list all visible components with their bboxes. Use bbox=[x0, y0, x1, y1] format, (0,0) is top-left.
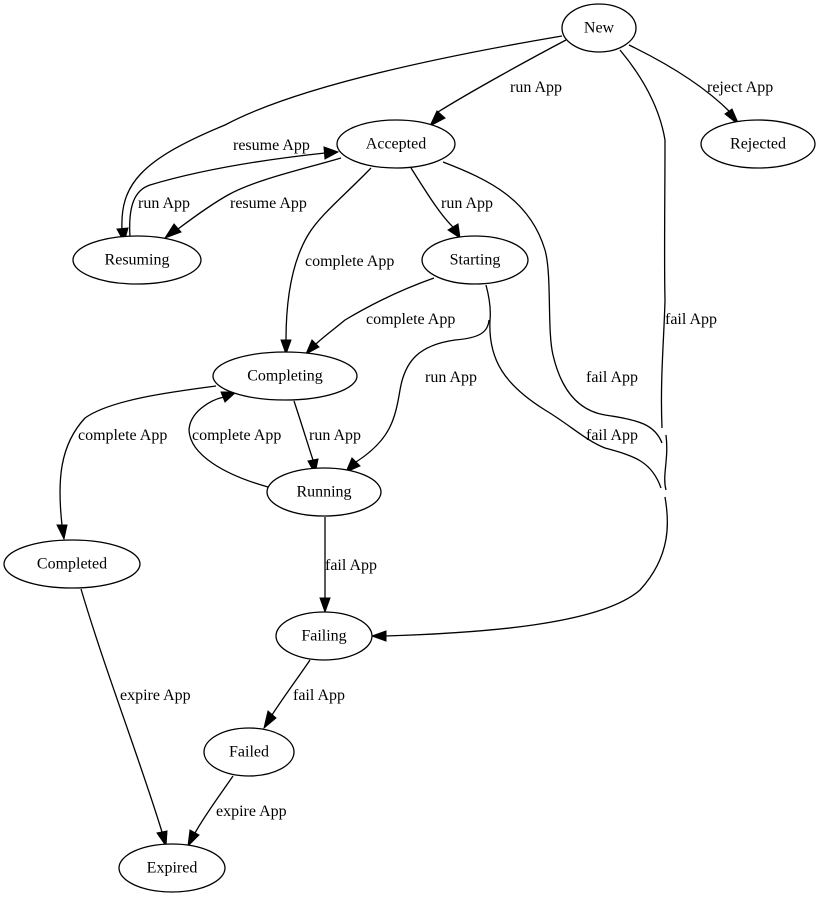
edge-label: complete App bbox=[366, 311, 455, 328]
node-label: Failing bbox=[301, 628, 346, 645]
node-running: Running bbox=[266, 467, 382, 517]
edge-label: expire App bbox=[216, 803, 287, 820]
edge-label: run App bbox=[309, 427, 361, 444]
edge-new-to-rejected: reject App bbox=[628, 44, 773, 126]
edge-new-to-accepted: run App bbox=[428, 39, 567, 128]
edge-starting-to-failing: fail App bbox=[485, 284, 662, 489]
node-label: Accepted bbox=[366, 136, 426, 153]
node-label: Starting bbox=[450, 252, 501, 269]
node-rejected: Rejected bbox=[700, 119, 816, 169]
edge-label: complete App bbox=[78, 427, 167, 444]
edge-label: resume App bbox=[233, 137, 310, 154]
edge-resuming-to-accepted: run App bbox=[129, 146, 340, 238]
edge-new-to-resuming: resume App bbox=[116, 35, 563, 244]
edge-completing-to-completed: complete App bbox=[56, 385, 217, 541]
edge-failed-to-expired: expire App bbox=[187, 775, 287, 848]
edge-label: run App bbox=[510, 79, 562, 96]
edge-label: fail App bbox=[665, 311, 717, 328]
edge-accepted-to-failing: fail App bbox=[442, 161, 663, 444]
node-label: Failed bbox=[229, 744, 269, 761]
node-starting: Starting bbox=[421, 235, 529, 285]
edge-label: reject App bbox=[707, 79, 773, 96]
node-new: New bbox=[561, 3, 637, 53]
edge-completed-to-expired: expire App bbox=[80, 588, 191, 848]
node-accepted: Accepted bbox=[336, 119, 456, 169]
edge-label: complete App bbox=[192, 427, 281, 444]
edge-label: expire App bbox=[120, 687, 191, 704]
edge-starting-to-completing: complete App bbox=[304, 277, 455, 356]
node-label: New bbox=[584, 20, 615, 37]
edge-label: resume App bbox=[230, 195, 307, 212]
edge-accepted-to-resuming: resume App bbox=[163, 157, 342, 239]
node-failed: Failed bbox=[203, 727, 295, 777]
node-label: Resuming bbox=[105, 252, 170, 269]
node-expired: Expired bbox=[118, 843, 226, 893]
node-resuming: Resuming bbox=[72, 235, 202, 285]
edge-new-to-failing: fail App bbox=[370, 49, 717, 642]
edge-label: fail App bbox=[325, 557, 377, 574]
edge-label: fail App bbox=[293, 687, 345, 704]
edge-accepted-to-starting: run App bbox=[410, 167, 493, 240]
node-completed: Completed bbox=[3, 539, 141, 589]
node-label: Expired bbox=[147, 860, 198, 877]
edge-completing-to-running: run App bbox=[293, 400, 361, 476]
node-label: Running bbox=[296, 484, 351, 501]
edge-starting-to-running: run App bbox=[345, 319, 490, 473]
node-failing: Failing bbox=[275, 611, 373, 661]
node-label: Rejected bbox=[730, 136, 786, 153]
edge-label: run App bbox=[425, 369, 477, 386]
edge-label: run App bbox=[138, 195, 190, 212]
edge-label: fail App bbox=[586, 369, 638, 386]
edge-running-to-completing: complete App bbox=[188, 391, 281, 488]
node-completing: Completing bbox=[212, 351, 358, 401]
edge-label: run App bbox=[441, 195, 493, 212]
edge-running-to-failing: fail App bbox=[319, 517, 377, 614]
edge-label: complete App bbox=[305, 253, 394, 270]
node-label: Completed bbox=[37, 556, 107, 573]
edge-failing-to-failed: fail App bbox=[263, 659, 345, 730]
edge-label: fail App bbox=[586, 427, 638, 444]
node-label: Completing bbox=[247, 368, 323, 385]
edge-accepted-to-completing: complete App bbox=[280, 167, 394, 356]
